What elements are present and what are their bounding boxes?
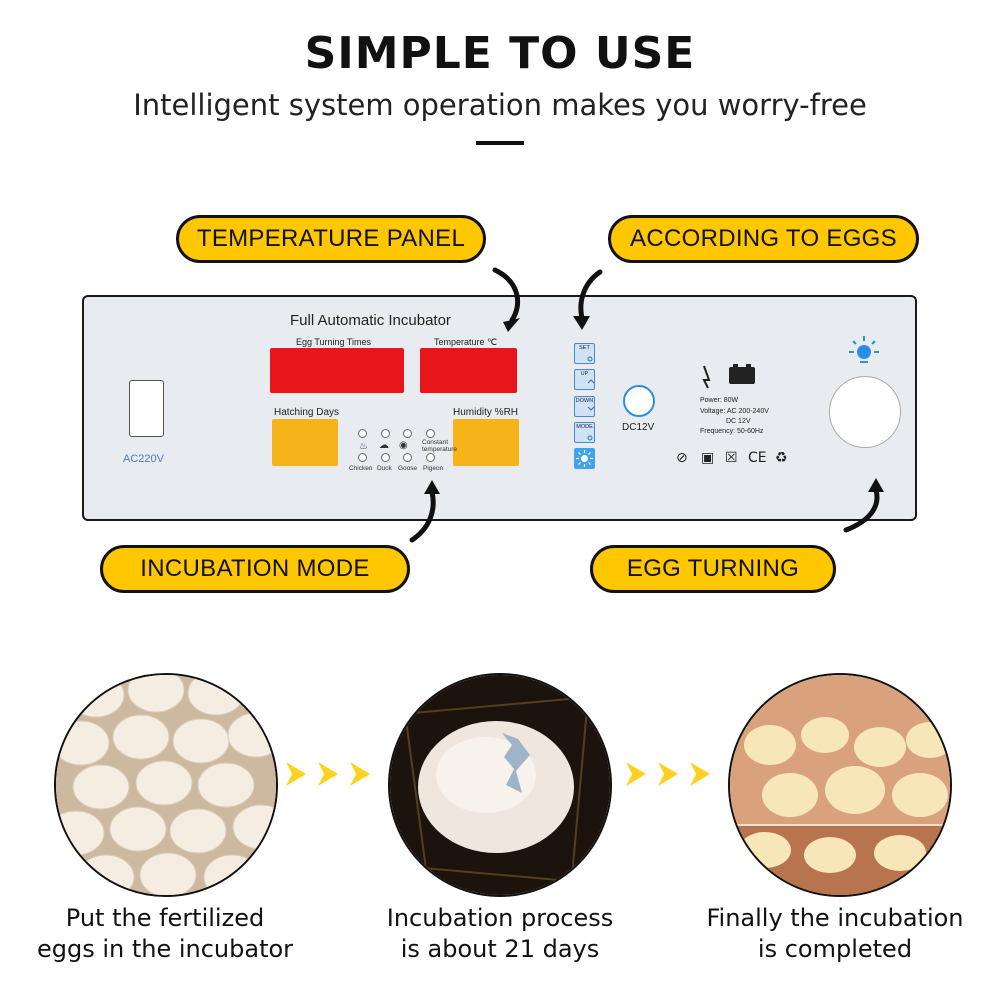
spec-power: Power: 80W <box>700 397 739 404</box>
callout-egg-turning: EGG TURNING <box>590 545 836 593</box>
double-insulation-icon: ▣ <box>701 450 715 466</box>
callout-temperature-panel: TEMPERATURE PANEL <box>176 215 486 263</box>
sun-icon <box>576 450 593 467</box>
up-button-label: UP <box>580 371 589 377</box>
chicks-illustration <box>730 675 950 895</box>
caption-step-1-line1: Put the fertilized <box>65 904 265 932</box>
ce-mark-icon: CE <box>748 450 767 466</box>
hatching-egg-illustration <box>390 675 610 895</box>
caption-step-1-line2: eggs in the incubator <box>36 935 294 963</box>
mode-button[interactable]: MODE <box>574 422 595 443</box>
weee-bin-icon: ☒ <box>725 450 738 466</box>
control-panel <box>82 295 917 521</box>
cloud-icon: ☁ <box>379 440 389 451</box>
egg-turning-times-label: Egg Turning Times <box>296 337 372 347</box>
light-button[interactable] <box>574 448 595 469</box>
photo-hatching-egg <box>388 673 612 897</box>
caption-step-2-line2: is about 21 days <box>400 935 600 963</box>
mode-indicator-goose <box>403 429 412 438</box>
page-subtitle: Intelligent system operation makes you w… <box>133 88 867 122</box>
spec-frequency: Frequency: 50-60Hz <box>700 428 764 435</box>
chevrons-1 <box>286 762 370 786</box>
recycle-icon: ♻ <box>775 450 788 466</box>
flame-icon: ♨ <box>359 441 368 452</box>
caption-step-1: Put the fertilized eggs in the incubator <box>0 903 330 965</box>
caption-step-3-line2: is completed <box>757 935 913 963</box>
egg-turning-display <box>270 348 404 393</box>
hatching-days-label: Hatching Days <box>274 407 340 418</box>
mode-indicator-goose-2 <box>403 453 412 462</box>
mode-name-goose: Goose <box>398 465 418 472</box>
mode-name-constant: Constant temperature <box>422 439 458 453</box>
temperature-display <box>420 348 517 393</box>
callout-incubation-mode: INCUBATION MODE <box>100 545 410 593</box>
caption-step-3: Finally the incubation is completed <box>670 903 1000 965</box>
humidity-label: Humidity %RH <box>453 407 519 418</box>
mode-indicator-pigeon <box>426 453 435 462</box>
down-button-label: DOWN <box>575 398 594 404</box>
photo-chicks <box>728 673 952 897</box>
caption-step-2-line1: Incubation process <box>386 904 614 932</box>
mode-indicator-chicken <box>358 429 367 438</box>
mode-button-label: MODE <box>576 424 593 430</box>
eggs-illustration <box>56 675 276 895</box>
callout-according-to-eggs: ACCORDING TO EGGS <box>608 215 919 263</box>
ac-voltage-label: AC220V <box>123 453 164 465</box>
caption-step-3-line1: Finally the incubation <box>706 904 964 932</box>
spec-voltage: Voltage: AC 200-240V <box>700 408 769 415</box>
power-switch[interactable] <box>129 380 164 437</box>
panel-title: Full Automatic Incubator <box>290 312 451 329</box>
temperature-label: Temperature ℃ <box>434 337 498 347</box>
dc-socket[interactable] <box>623 385 655 417</box>
mode-indicator-duck-2 <box>381 453 390 462</box>
dc-socket-label: DC12V <box>622 422 655 433</box>
spec-dc: DC 12V <box>726 418 751 425</box>
down-button[interactable]: DOWN <box>574 396 595 417</box>
mode-name-pigeon: Pigeon <box>423 465 444 472</box>
chevrons-2 <box>626 762 710 786</box>
mode-indicator-chicken-2 <box>358 453 367 462</box>
set-button-label: SET <box>579 345 590 351</box>
mode-indicator-constant <box>426 429 435 438</box>
hatching-days-display <box>272 419 338 466</box>
title-divider <box>476 141 524 145</box>
page-title: SIMPLE TO USE <box>304 28 696 79</box>
set-button[interactable]: SET <box>574 343 595 364</box>
humidity-display <box>453 419 519 466</box>
caption-step-2: Incubation process is about 21 days <box>335 903 665 965</box>
mode-indicator-duck <box>381 429 390 438</box>
up-button[interactable]: UP <box>574 369 595 390</box>
photo-eggs <box>54 673 278 897</box>
eye-icon: ◉ <box>399 440 408 451</box>
lamp-window <box>829 376 901 448</box>
no-touch-icon: ⊘ <box>676 450 688 466</box>
mode-name-duck: Duck <box>377 465 392 472</box>
mode-name-chicken: Chicken <box>349 465 373 472</box>
